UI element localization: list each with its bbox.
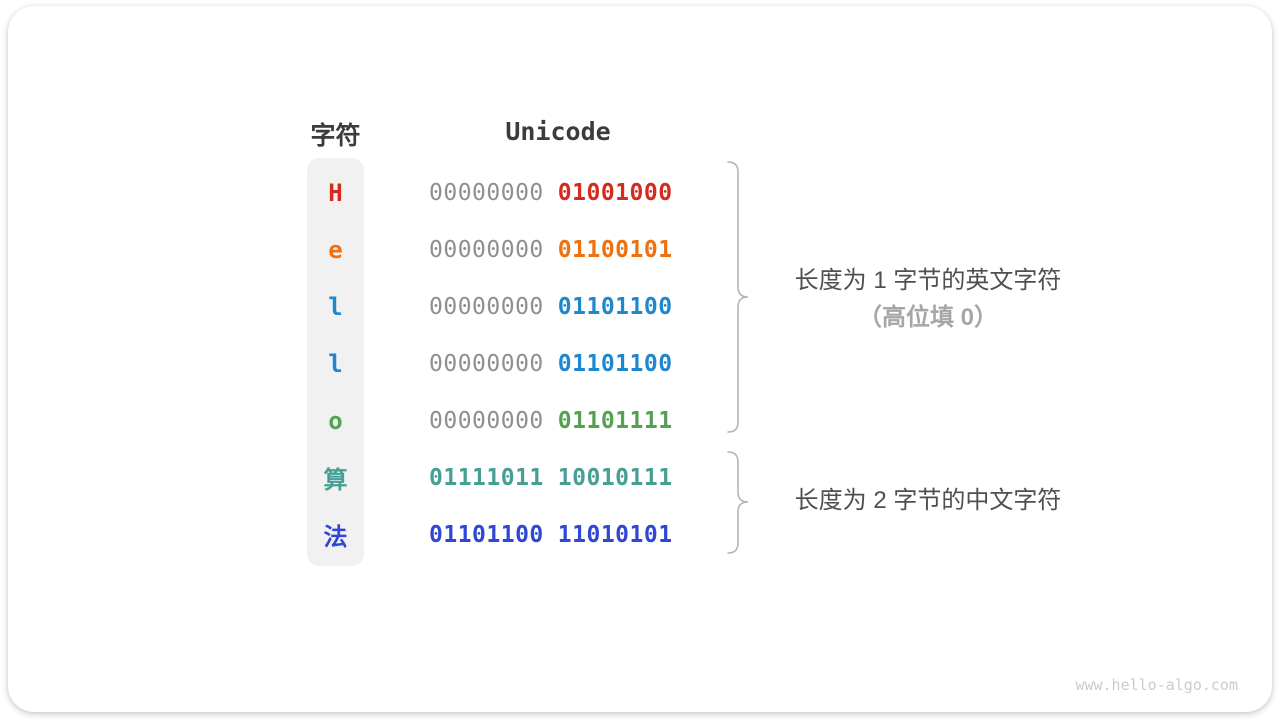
watermark-url: www.hello-algo.com	[1075, 676, 1238, 694]
table-row: o 00000000 01101111	[307, 392, 727, 449]
column-header-unicode: Unicode	[505, 117, 611, 146]
annotation-english-group: 长度为 1 字节的英文字符 （高位填 0）	[758, 266, 1098, 333]
column-header-character: 字符	[310, 122, 361, 150]
unicode-binary: 00000000 01101111	[429, 408, 673, 434]
brace-chinese-group	[727, 451, 749, 554]
unicode-high-byte: 00000000	[429, 179, 544, 206]
diagram-card	[8, 6, 1272, 712]
annotation-english-line2: （高位填 0）	[857, 304, 998, 331]
unicode-high-byte: 01111011	[429, 464, 544, 491]
unicode-binary: 00000000 01101100	[429, 351, 673, 377]
table-row: 法 01101100 11010101	[307, 506, 727, 563]
unicode-low-byte: 01101111	[557, 407, 673, 434]
unicode-high-byte: 00000000	[429, 293, 544, 320]
brace-english-group	[727, 161, 749, 433]
annotation-english-line1: 长度为 1 字节的英文字符	[794, 267, 1062, 294]
character-cell: o	[328, 406, 343, 435]
unicode-low-byte: 01100101	[557, 236, 673, 263]
encoding-table: H 00000000 01001000 e 00000000 01100101 l …	[307, 164, 727, 563]
unicode-low-byte: 01101100	[557, 350, 673, 377]
character-column-background	[307, 158, 364, 566]
character-cell: 算	[323, 466, 348, 494]
table-row: l 00000000 01101100	[307, 278, 727, 335]
character-cell: e	[328, 235, 343, 264]
character-cell: H	[328, 178, 343, 207]
unicode-binary: 00000000 01001000	[429, 180, 673, 206]
annotation-chinese-line1: 长度为 2 字节的中文字符	[794, 487, 1062, 514]
table-row: 算 01111011 10010111	[307, 449, 727, 506]
character-cell: l	[328, 292, 343, 321]
unicode-high-byte: 00000000	[429, 236, 544, 263]
table-row: H 00000000 01001000	[307, 164, 727, 221]
unicode-binary: 00000000 01100101	[429, 237, 673, 263]
unicode-high-byte: 01101100	[429, 521, 544, 548]
annotation-chinese-group: 长度为 2 字节的中文字符	[758, 486, 1098, 516]
table-row: e 00000000 01100101	[307, 221, 727, 278]
unicode-high-byte: 00000000	[429, 350, 544, 377]
unicode-low-byte: 01101100	[557, 293, 673, 320]
character-cell: 法	[323, 523, 348, 551]
unicode-binary: 01111011 10010111	[429, 465, 673, 491]
unicode-binary: 00000000 01101100	[429, 294, 673, 320]
group-braces	[727, 161, 749, 554]
unicode-low-byte: 01001000	[557, 179, 673, 206]
unicode-low-byte: 11010101	[557, 521, 673, 548]
unicode-low-byte: 10010111	[557, 464, 673, 491]
table-row: l 00000000 01101100	[307, 335, 727, 392]
unicode-high-byte: 00000000	[429, 407, 544, 434]
unicode-binary: 01101100 11010101	[429, 522, 673, 548]
character-cell: l	[328, 349, 343, 378]
